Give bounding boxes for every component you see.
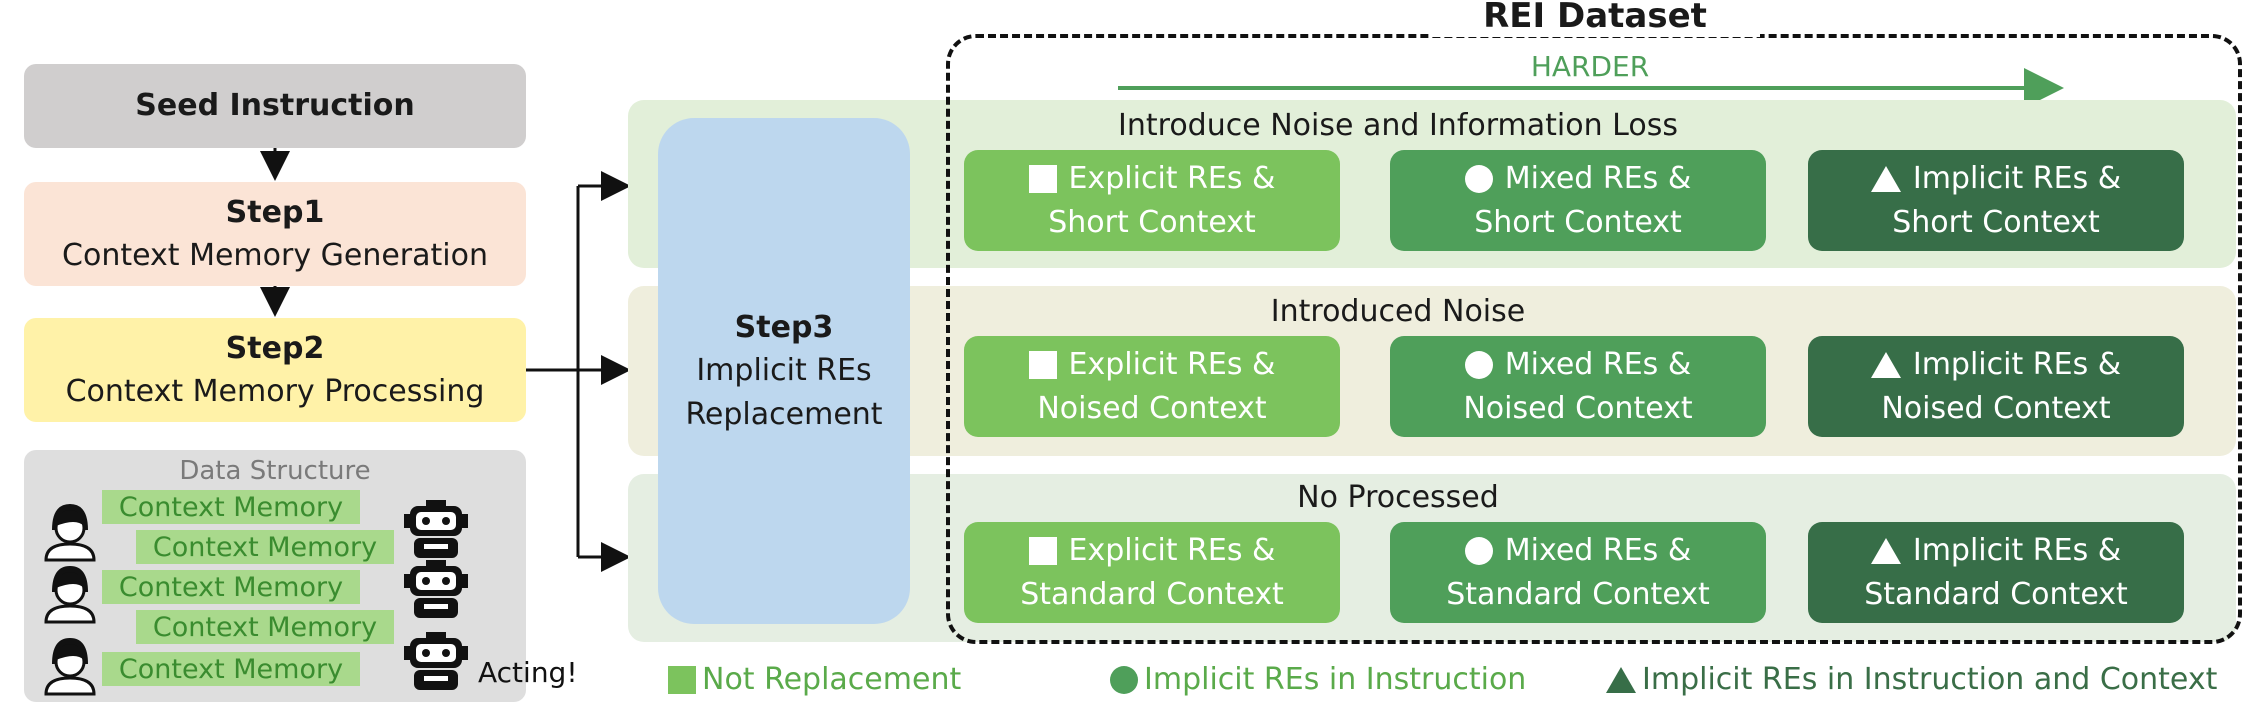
triangle-icon bbox=[1606, 666, 1636, 693]
cell-explicit-noised: Explicit REs & Noised Context bbox=[964, 336, 1340, 437]
cell-line2: Short Context bbox=[1048, 204, 1256, 240]
cell-line2: Standard Context bbox=[1446, 576, 1710, 612]
cell-mixed-short: Mixed REs & Short Context bbox=[1390, 150, 1766, 251]
legend-triangle-label: Implicit REs in Instruction and Context bbox=[1642, 662, 2218, 697]
context-memory-robot-2: Context Memory bbox=[136, 610, 394, 644]
circle-icon bbox=[1464, 350, 1493, 379]
band-label-standard: No Processed bbox=[1297, 480, 1499, 515]
band-label-noised: Introduced Noise bbox=[1270, 294, 1526, 329]
circle-icon bbox=[1110, 665, 1138, 694]
circle-icon bbox=[1464, 536, 1493, 565]
robot-icon bbox=[404, 500, 468, 558]
cell-line2: Standard Context bbox=[1864, 576, 2128, 612]
cell-explicit-short: Explicit REs & Short Context bbox=[964, 150, 1340, 251]
legend-circle: Implicit REs in Instruction bbox=[1110, 662, 1526, 697]
triangle-icon bbox=[1870, 537, 1901, 564]
cell-line1: Implicit REs & bbox=[1912, 161, 2122, 196]
cell-line1: Explicit REs & bbox=[1068, 533, 1276, 568]
cell-line2: Noised Context bbox=[1037, 390, 1267, 426]
cell-line2: Noised Context bbox=[1881, 390, 2111, 426]
step1-title: Step1 bbox=[225, 194, 325, 230]
cell-line2: Noised Context bbox=[1463, 390, 1693, 426]
robot-icon bbox=[404, 560, 468, 618]
circle-icon bbox=[1464, 164, 1493, 193]
cell-line1: Explicit REs & bbox=[1068, 347, 1276, 382]
legend-circle-label: Implicit REs in Instruction bbox=[1144, 662, 1527, 697]
context-memory-user-3: Context Memory bbox=[102, 652, 360, 686]
square-icon bbox=[1028, 350, 1057, 379]
cell-line1: Mixed REs & bbox=[1504, 161, 1692, 196]
context-memory-user-2: Context Memory bbox=[102, 570, 360, 604]
step2-box: Step2 Context Memory Processing bbox=[24, 318, 526, 422]
step3-line1: Implicit REs bbox=[696, 353, 872, 389]
square-icon bbox=[1028, 536, 1057, 565]
band-label-short: Introduce Noise and Information Loss bbox=[1118, 108, 1678, 143]
step2-subtitle: Context Memory Processing bbox=[65, 374, 485, 409]
user-icon bbox=[44, 566, 96, 624]
data-structure-title: Data Structure bbox=[179, 456, 371, 486]
legend-square-label: Not Replacement bbox=[702, 662, 962, 697]
triangle-icon bbox=[1870, 165, 1901, 192]
dataset-title: REI Dataset bbox=[1430, 0, 1760, 37]
seed-instruction-box: Seed Instruction bbox=[24, 64, 526, 148]
cell-line1: Mixed REs & bbox=[1504, 347, 1692, 382]
cell-implicit-standard: Implicit REs & Standard Context bbox=[1808, 522, 2184, 623]
robot-icon bbox=[404, 632, 468, 690]
cell-line2: Standard Context bbox=[1020, 576, 1284, 612]
legend-triangle: Implicit REs in Instruction and Context bbox=[1606, 662, 2217, 697]
step3-box: Step3 Implicit REs Replacement bbox=[658, 118, 910, 624]
cell-line2: Short Context bbox=[1892, 204, 2100, 240]
cell-mixed-noised: Mixed REs & Noised Context bbox=[1390, 336, 1766, 437]
harder-label: HARDER bbox=[1530, 50, 1650, 83]
step1-subtitle: Context Memory Generation bbox=[62, 238, 488, 273]
context-memory-user-1: Context Memory bbox=[102, 490, 360, 524]
legend-square: Not Replacement bbox=[668, 662, 961, 697]
step3-title: Step3 bbox=[734, 309, 834, 345]
cell-line1: Mixed REs & bbox=[1504, 533, 1692, 568]
square-icon bbox=[1028, 164, 1057, 193]
step2-title: Step2 bbox=[225, 330, 325, 366]
cell-line1: Explicit REs & bbox=[1068, 161, 1276, 196]
cell-implicit-noised: Implicit REs & Noised Context bbox=[1808, 336, 2184, 437]
square-icon bbox=[668, 665, 696, 694]
cell-line1: Implicit REs & bbox=[1912, 347, 2122, 382]
cell-mixed-standard: Mixed REs & Standard Context bbox=[1390, 522, 1766, 623]
seed-instruction-label: Seed Instruction bbox=[135, 88, 415, 124]
acting-label: Acting! bbox=[478, 656, 578, 689]
cell-implicit-short: Implicit REs & Short Context bbox=[1808, 150, 2184, 251]
step1-box: Step1 Context Memory Generation bbox=[24, 182, 526, 286]
cell-explicit-standard: Explicit REs & Standard Context bbox=[964, 522, 1340, 623]
user-icon bbox=[44, 504, 96, 562]
user-icon bbox=[44, 638, 96, 696]
step3-line2: Replacement bbox=[685, 396, 883, 432]
cell-line1: Implicit REs & bbox=[1912, 533, 2122, 568]
context-memory-robot-1: Context Memory bbox=[136, 530, 394, 564]
triangle-icon bbox=[1870, 351, 1901, 378]
cell-line2: Short Context bbox=[1474, 204, 1682, 240]
